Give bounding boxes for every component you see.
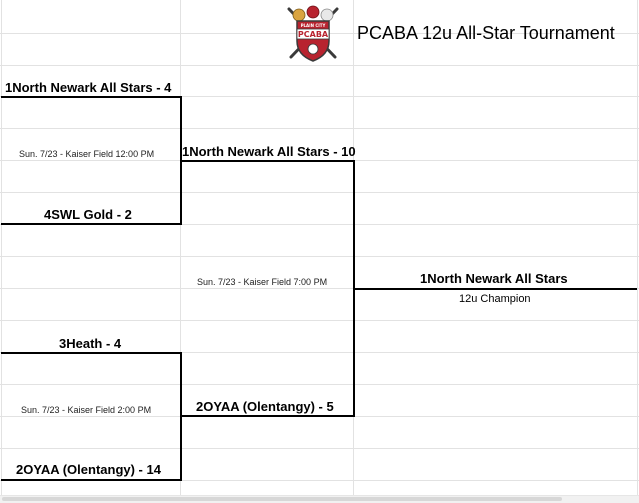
- scrollbar-thumb[interactable]: [2, 497, 562, 501]
- grid-row-line: [0, 128, 639, 129]
- grid-column-line: [1, 0, 2, 502]
- pcaba-logo-icon: PLAIN CITY PCABA: [283, 3, 343, 63]
- round2-bottom-team: 2OYAA (Olentangy) - 5: [196, 399, 334, 414]
- logo-main-text: PCABA: [298, 30, 329, 39]
- grid-column-line: [180, 0, 181, 502]
- round1-game1-info: Sun. 7/23 - Kaiser Field 12:00 PM: [19, 149, 155, 159]
- bracket-line: [1, 96, 181, 98]
- round1-game1-bottom-team: 4SWL Gold - 2: [44, 207, 132, 222]
- grid-row-line: [0, 256, 639, 257]
- bracket-line: [1, 352, 181, 354]
- grid-row-line: [0, 352, 639, 353]
- grid-row-line: [0, 288, 639, 289]
- round1-game2-info: Sun. 7/23 - Kaiser Field 2:00 PM: [21, 405, 152, 415]
- round1-game2-bottom-team: 2OYAA (Olentangy) - 14: [16, 462, 161, 477]
- grid-column-line: [637, 0, 638, 502]
- grid-row-line: [0, 224, 639, 225]
- page-title: PCABA 12u All-Star Tournament: [357, 23, 615, 43]
- grid-row-line: [0, 480, 639, 481]
- round1-game2-top-team: 3Heath - 4: [59, 336, 122, 351]
- grid-row-line: [0, 384, 639, 385]
- logo-top-text: PLAIN CITY: [301, 23, 326, 28]
- round2-info: Sun. 7/23 - Kaiser Field 7:00 PM: [197, 277, 328, 287]
- bracket-line: [1, 479, 182, 481]
- round2-top-team: 1North Newark All Stars - 10: [182, 144, 356, 159]
- bracket-line: [180, 160, 355, 162]
- bracket-line: [180, 415, 355, 417]
- champion-label: 12u Champion: [459, 293, 531, 305]
- champion-team: 1North Newark All Stars: [420, 271, 568, 286]
- grid-row-line: [0, 448, 639, 449]
- bracket-line: [1, 223, 182, 225]
- grid-row-line: [0, 320, 639, 321]
- grid-row-line: [0, 65, 639, 66]
- grid-row-line: [0, 96, 639, 97]
- round1-game1-top-team: 1North Newark All Stars - 4: [5, 80, 172, 95]
- bracket-line: [353, 288, 637, 290]
- grid-row-line: [0, 192, 639, 193]
- horizontal-scrollbar[interactable]: [0, 495, 639, 503]
